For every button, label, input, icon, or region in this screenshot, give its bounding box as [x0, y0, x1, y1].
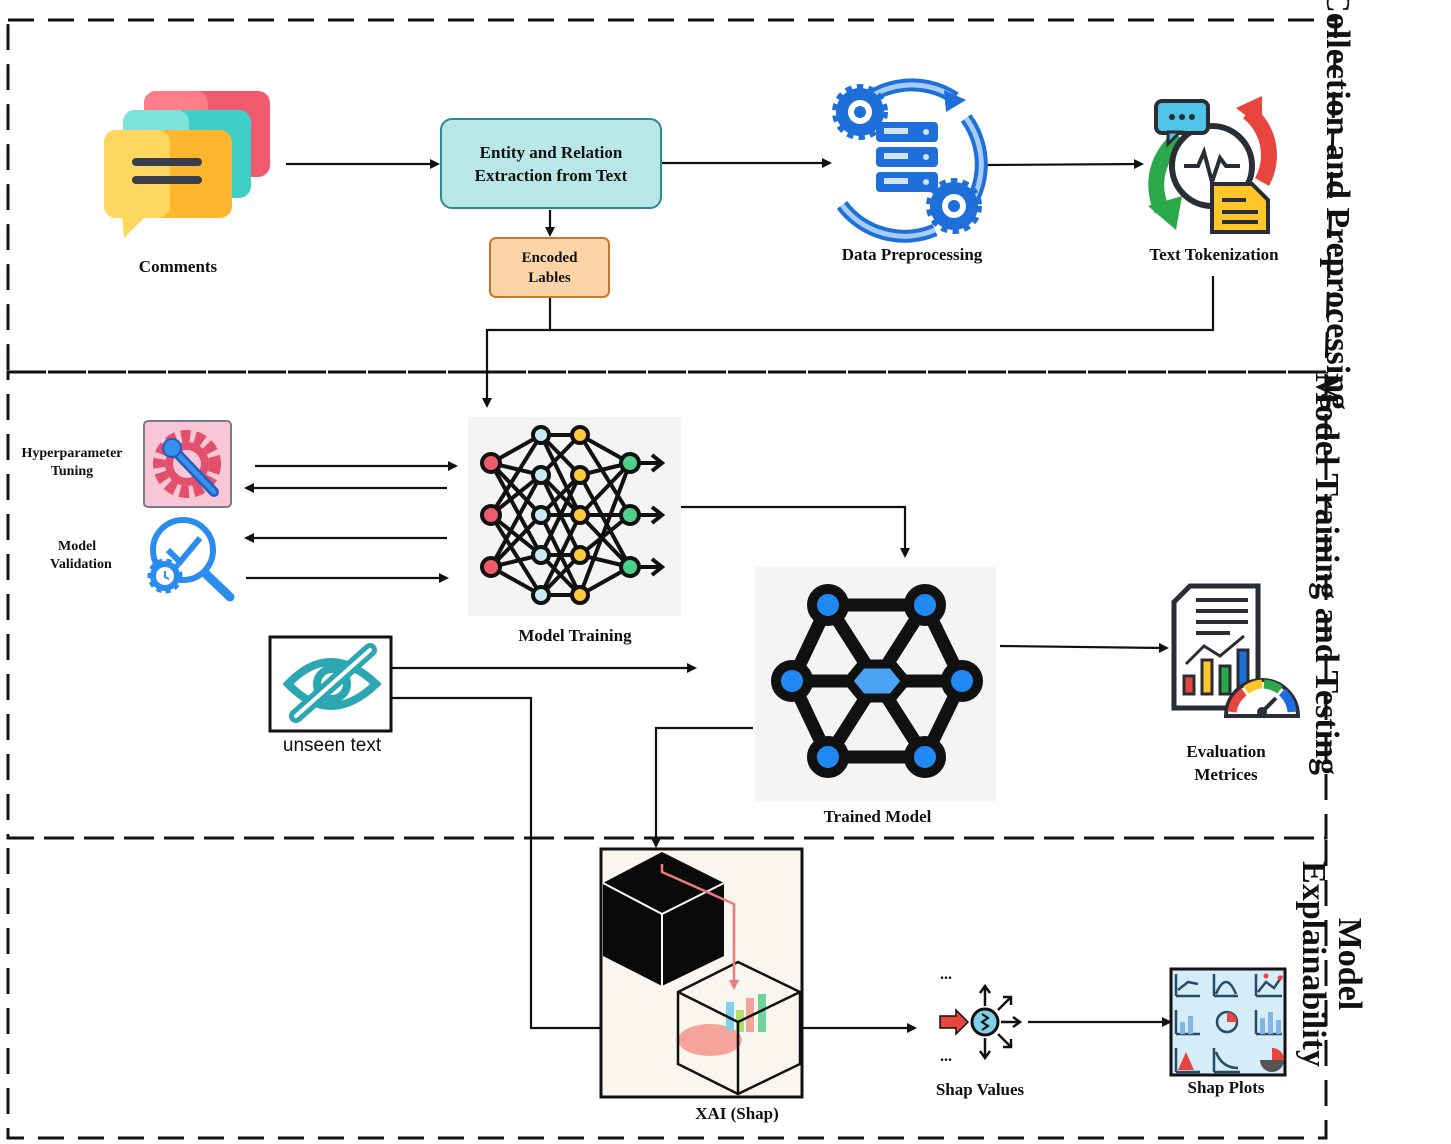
evaluation-metrics-label: Evaluation Metrices: [1160, 740, 1292, 786]
encoded-labels-line2: Lables: [528, 269, 571, 286]
arrow-preprocessing-to-tokenization: [984, 159, 1144, 170]
section-borders: [6, 18, 1338, 1140]
comments-label: Comments: [138, 257, 218, 276]
xai-shap-label: XAI (Shap): [695, 1104, 779, 1123]
entity-extraction-box: Entity and Relation Extraction from Text: [440, 118, 662, 209]
arrow-trained-to-evaluation: [999, 642, 1169, 653]
entity-extraction-line1: Entity and Relation: [479, 142, 623, 162]
line-unseen-to-xai: [392, 696, 601, 1030]
encoded-labels-line1: Encoded: [521, 249, 578, 266]
shap-values-icon: [939, 983, 1023, 1061]
black-box-cube-icon: [599, 847, 804, 1099]
section-border-data-collection: [6, 18, 1338, 374]
eye-slash-icon: [268, 635, 393, 733]
data-preprocessing-label: Data Preprocessing: [841, 245, 983, 264]
section-border-model-training: [6, 370, 1328, 840]
line-tokenization-to-training: [482, 276, 1215, 408]
model-validation-line1: Model: [58, 539, 97, 554]
shap-plots-label: Shap Plots: [1187, 1078, 1265, 1097]
section-title-explainability: Model Explainability: [1295, 861, 1368, 1067]
tokenization-icon: [1148, 96, 1277, 234]
hyperparameter-line1: Hyperparameter: [21, 446, 123, 461]
validation-search-icon: [147, 517, 235, 602]
evaluation-line2: Metrices: [1194, 765, 1258, 784]
arrow-training-to-trained-model: [681, 505, 910, 558]
shap-values-ellipsis-top: ...: [940, 966, 952, 983]
arrow-trained-to-xai: [651, 726, 753, 848]
server-gears-icon: [832, 78, 988, 243]
chat-bubbles-icon: [104, 91, 270, 238]
section-title-model-training: Model Training and Testing: [1308, 372, 1345, 776]
evaluation-report-icon: [1171, 583, 1301, 718]
entity-extraction-line2: Extraction from Text: [474, 165, 628, 185]
hyperparameter-label: Hyperparameter Tuning: [16, 445, 128, 481]
model-validation-label: Model Validation: [50, 538, 140, 574]
settings-wrench-icon: [143, 420, 232, 508]
evaluation-line1: Evaluation: [1186, 742, 1266, 761]
section-border-explainability: [6, 836, 1328, 1140]
neural-network-icon: [468, 417, 681, 616]
text-tokenization-label: Text Tokenization: [1149, 245, 1279, 264]
shap-plots-icon: [1169, 967, 1287, 1077]
model-validation-line2: Validation: [50, 557, 112, 572]
trained-model-label: Trained Model: [823, 807, 932, 826]
graph-network-icon: [755, 567, 996, 801]
encoded-labels-text: Encoded Lables: [522, 248, 578, 288]
model-training-label: Model Training: [518, 626, 632, 645]
shap-values-label: Shap Values: [935, 1080, 1025, 1099]
entity-extraction-text: Entity and Relation Extraction from Text: [475, 141, 628, 187]
encoded-labels-box: Encoded Lables: [489, 237, 610, 298]
shap-values-ellipsis-bottom: ...: [940, 1048, 952, 1065]
connectors: [244, 158, 1215, 1033]
hyperparameter-line2: Tuning: [50, 464, 94, 479]
unseen-text-label: unseen text: [282, 735, 382, 756]
